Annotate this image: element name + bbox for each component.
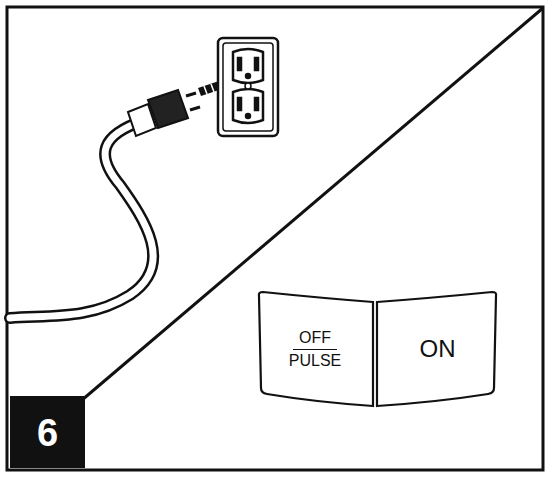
button-outline (259, 292, 373, 406)
off-pulse-button: OFF PULSE (255, 290, 375, 408)
step-number: 6 (10, 396, 85, 468)
button-label-top: OFF (293, 329, 337, 350)
wall-outlet (218, 38, 278, 136)
button-outline (377, 292, 496, 406)
power-cord (10, 120, 153, 318)
step-number: 6 (37, 413, 58, 455)
button-label-bottom: PULSE (289, 352, 341, 370)
button-label: ON (420, 336, 456, 362)
on-button: ON (375, 290, 500, 408)
plug (128, 90, 200, 136)
frame (7, 7, 543, 470)
